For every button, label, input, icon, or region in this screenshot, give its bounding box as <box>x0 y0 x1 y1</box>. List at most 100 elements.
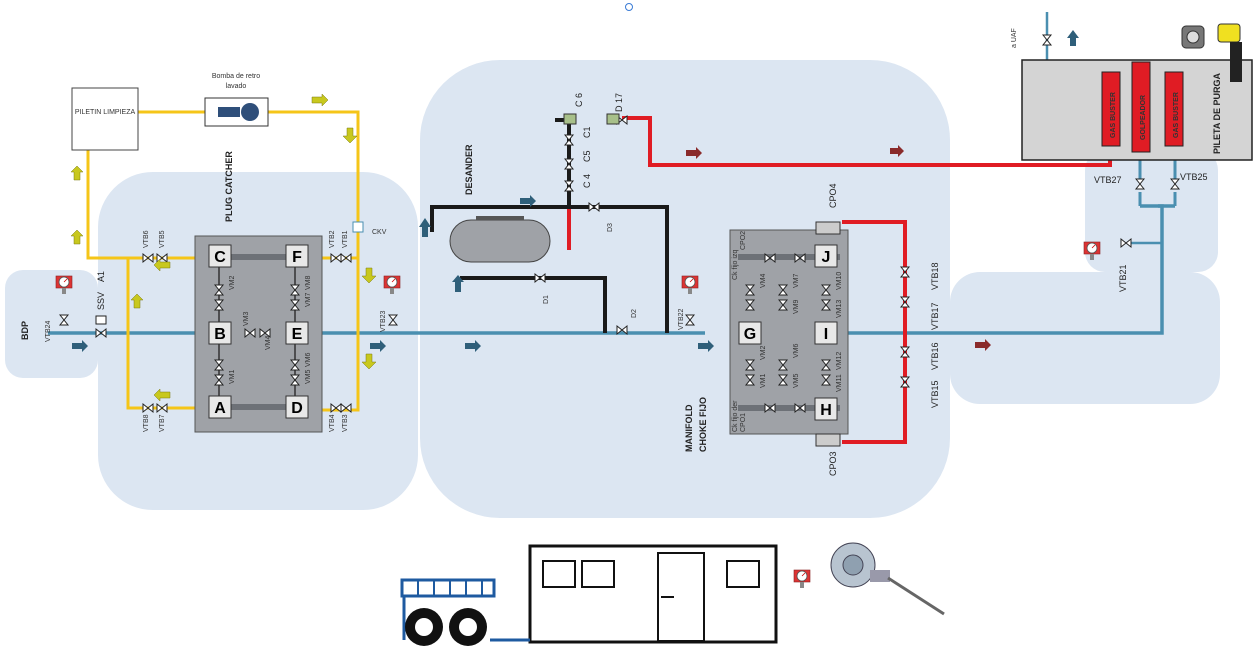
piletin-label: PILETIN LIMPIEZA <box>75 109 136 116</box>
vm6-mf: VM6 <box>793 344 800 359</box>
pc-a: A <box>214 400 226 417</box>
desander-label: DESANDER <box>464 144 474 195</box>
vm3-pc: VM3 <box>243 312 250 327</box>
vm8-pc: VM8 <box>305 276 312 291</box>
pileta-purga: GAS BUSTER GOLPEADOR GAS BUSTER PILETA D… <box>1021 59 1253 161</box>
cpo4-label: CPO4 <box>828 183 838 208</box>
d2: D2 <box>631 309 638 318</box>
vm4-pc: VM4 <box>265 336 272 351</box>
vm9-mf: VM9 <box>793 300 800 315</box>
cpo3-label: CPO3 <box>828 451 838 476</box>
backwash-pump: Bomba de retro lavado <box>204 73 269 127</box>
c4: C 4 <box>582 174 592 188</box>
pump-label-2: lavado <box>226 83 247 90</box>
mf-g: G <box>744 326 756 343</box>
mf-letters: G J I H <box>738 244 838 421</box>
plug-catcher-label: PLUG CATCHER <box>224 151 234 222</box>
vtb3: VTB3 <box>342 414 349 432</box>
d3: D3 <box>607 223 614 232</box>
gas-detector-icon <box>1217 23 1242 82</box>
pc-f: F <box>292 249 302 266</box>
desander-vessel <box>449 216 551 263</box>
vtb16: VTB16 <box>930 342 940 370</box>
mf-h: H <box>820 402 832 419</box>
gas-detector-icon <box>1181 25 1205 49</box>
vm1-mf: VM1 <box>760 374 767 389</box>
pc-e: E <box>292 326 303 343</box>
a-uaf-label: a UAF <box>1011 28 1018 48</box>
d1: D1 <box>543 295 550 304</box>
bdp-label: BDP <box>20 321 30 340</box>
vm12-mf: VM12 <box>836 352 843 370</box>
vtb27: VTB27 <box>1094 175 1122 185</box>
c1: C1 <box>582 126 592 138</box>
trailer-unit-icon <box>400 544 778 646</box>
choke-fijo-label: CHOKE FIJO <box>698 397 708 452</box>
gas-buster-2: GAS BUSTER <box>1173 92 1180 138</box>
pc-c: C <box>214 249 226 266</box>
vtb21: VTB21 <box>1118 264 1128 292</box>
vtb2: VTB2 <box>329 230 336 248</box>
vm7-pc: VM7 <box>305 293 312 308</box>
vm4-mf: VM4 <box>760 274 767 289</box>
zone-right <box>950 272 1220 404</box>
pressure-gauge-icon <box>793 569 811 589</box>
pc-b: B <box>214 326 226 343</box>
c5: C5 <box>582 150 592 162</box>
d17: D 17 <box>614 93 624 112</box>
cpo1: CPO1 <box>740 413 747 432</box>
red-loop-labels: VTB18 VTB17 VTB16 VTB15 <box>930 262 940 408</box>
pileta-purga-label: PILETA DE PURGA <box>1212 72 1222 154</box>
vm2-mf: VM2 <box>760 346 767 361</box>
vtb4: VTB4 <box>329 414 336 432</box>
mf-j: J <box>822 249 831 266</box>
vtb8: VTB8 <box>143 414 150 432</box>
vtb7: VTB7 <box>159 414 166 432</box>
vtb24: VTB24 <box>45 320 52 342</box>
vtb17: VTB17 <box>930 302 940 330</box>
vtb18: VTB18 <box>930 262 940 290</box>
c6: C 6 <box>574 93 584 107</box>
pc-vtb-labels: VTB6 VTB5 VTB8 VTB7 VTB2 VTB1 VTB4 VTB3 … <box>45 230 387 432</box>
pump-label-1: Bomba de retro <box>212 73 260 80</box>
gas-buster-1: GAS BUSTER <box>1110 92 1117 138</box>
ck-fijo-der: Ck fijo der <box>732 400 739 432</box>
vm11-mf: VM11 <box>836 374 843 392</box>
vm7-mf: VM7 <box>793 274 800 289</box>
golpeador: GOLPEADOR <box>1140 95 1147 140</box>
piletin-tank: PILETIN LIMPIEZA <box>71 87 139 151</box>
ckv-label: CKV <box>372 229 387 236</box>
vm5-mf: VM5 <box>793 374 800 389</box>
zone-purga-valves <box>1085 150 1218 272</box>
desander-labels: C 6 D 17 C1 C5 C 4 <box>574 93 624 188</box>
pc-vm-labels: VM2 VM1 VM3 VM4 VM8 VM7 VM6 VM5 <box>229 276 312 385</box>
vtb23: VTB23 <box>380 310 387 332</box>
flow-arrows <box>70 30 1079 402</box>
vtb5: VTB5 <box>159 230 166 248</box>
vm2-pc: VM2 <box>229 276 236 291</box>
pc-d: D <box>291 400 303 417</box>
vtb25: VTB25 <box>1180 172 1208 182</box>
vtb6: VTB6 <box>143 230 150 248</box>
mf-vm-labels: VM4 VM2 VM1 VM7 VM9 VM6 VM5 VM10 VM13 VM… <box>732 231 843 432</box>
desander-small-labels: D3 D1 D2 VTB22 <box>543 223 685 330</box>
mf-i: I <box>824 326 828 343</box>
a1-label: A1 <box>96 271 106 282</box>
vtb22: VTB22 <box>678 308 685 330</box>
ck-fijo-izq: Ck fijo izq <box>732 250 739 280</box>
ssv-label: SSV <box>96 292 106 310</box>
vm13-mf: VM13 <box>836 300 843 318</box>
pc-valve-letters: C B A F E D <box>208 244 309 419</box>
vm6-pc: VM6 <box>305 353 312 368</box>
cpo2: CPO2 <box>740 231 747 250</box>
zone-bdp <box>5 270 98 378</box>
manifold-label: MANIFOLD <box>684 404 694 452</box>
vm1-pc: VM1 <box>229 370 236 385</box>
vtb15: VTB15 <box>930 380 940 408</box>
vtb1: VTB1 <box>342 230 349 248</box>
temperature-transmitter-icon <box>830 542 945 616</box>
vm10-mf: VM10 <box>836 272 843 290</box>
vm5-pc: VM5 <box>305 370 312 385</box>
